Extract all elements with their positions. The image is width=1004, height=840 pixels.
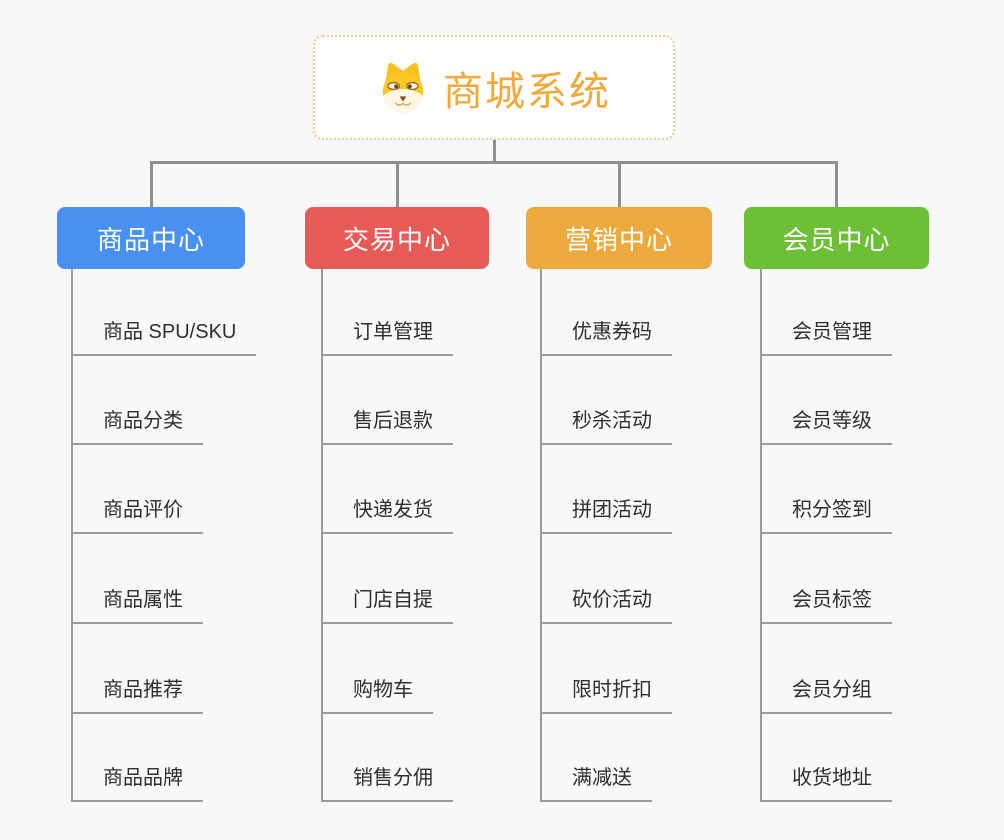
branch-spine bbox=[540, 269, 542, 802]
subtopic[interactable]: 积分签到 bbox=[760, 496, 892, 534]
connector-horizontal-bar bbox=[149, 161, 837, 164]
subtopic[interactable]: 门店自提 bbox=[321, 586, 453, 624]
subtopic[interactable]: 秒杀活动 bbox=[540, 407, 672, 445]
connector-drop bbox=[835, 161, 838, 207]
subtopic[interactable]: 限时折扣 bbox=[540, 676, 672, 714]
branch-trade-center[interactable]: 交易中心 bbox=[305, 207, 489, 269]
subtopic[interactable]: 优惠券码 bbox=[540, 318, 672, 356]
subtopic[interactable]: 会员管理 bbox=[760, 318, 892, 356]
subtopic[interactable]: 收货地址 bbox=[760, 764, 892, 802]
branch-marketing-center[interactable]: 营销中心 bbox=[526, 207, 712, 269]
subtopic[interactable]: 订单管理 bbox=[321, 318, 453, 356]
root-topic-title: 商城系统 bbox=[443, 69, 611, 114]
connector-drop bbox=[149, 161, 153, 207]
subtopic[interactable]: 拼团活动 bbox=[540, 496, 672, 534]
subtopic[interactable]: 商品分类 bbox=[71, 407, 203, 445]
branch-member-center[interactable]: 会员中心 bbox=[744, 207, 929, 269]
subtopic[interactable]: 商品属性 bbox=[71, 586, 203, 624]
subtopic[interactable]: 会员标签 bbox=[760, 586, 892, 624]
subtopic[interactable]: 售后退款 bbox=[321, 407, 453, 445]
branch-spine bbox=[71, 269, 73, 802]
root-topic[interactable]: 商城系统 bbox=[313, 35, 675, 140]
subtopic[interactable]: 购物车 bbox=[321, 676, 433, 714]
subtopic[interactable]: 满减送 bbox=[540, 764, 652, 802]
connector-root-stub bbox=[492, 140, 496, 162]
subtopic[interactable]: 会员等级 bbox=[760, 407, 892, 445]
branch-spine bbox=[321, 269, 323, 802]
subtopic[interactable]: 会员分组 bbox=[760, 676, 892, 714]
shiba-dog-icon bbox=[377, 62, 429, 114]
subtopic[interactable]: 商品评价 bbox=[71, 496, 203, 534]
subtopic[interactable]: 商品推荐 bbox=[71, 676, 203, 714]
subtopic[interactable]: 商品品牌 bbox=[71, 764, 203, 802]
connector-drop bbox=[395, 161, 399, 207]
subtopic[interactable]: 砍价活动 bbox=[540, 586, 672, 624]
branch-product-center[interactable]: 商品中心 bbox=[57, 207, 245, 269]
subtopic[interactable]: 快递发货 bbox=[321, 496, 453, 534]
branch-spine bbox=[760, 269, 762, 802]
subtopic[interactable]: 销售分佣 bbox=[321, 764, 453, 802]
subtopic[interactable]: 商品 SPU/SKU bbox=[71, 318, 257, 356]
connector-drop bbox=[617, 161, 621, 207]
